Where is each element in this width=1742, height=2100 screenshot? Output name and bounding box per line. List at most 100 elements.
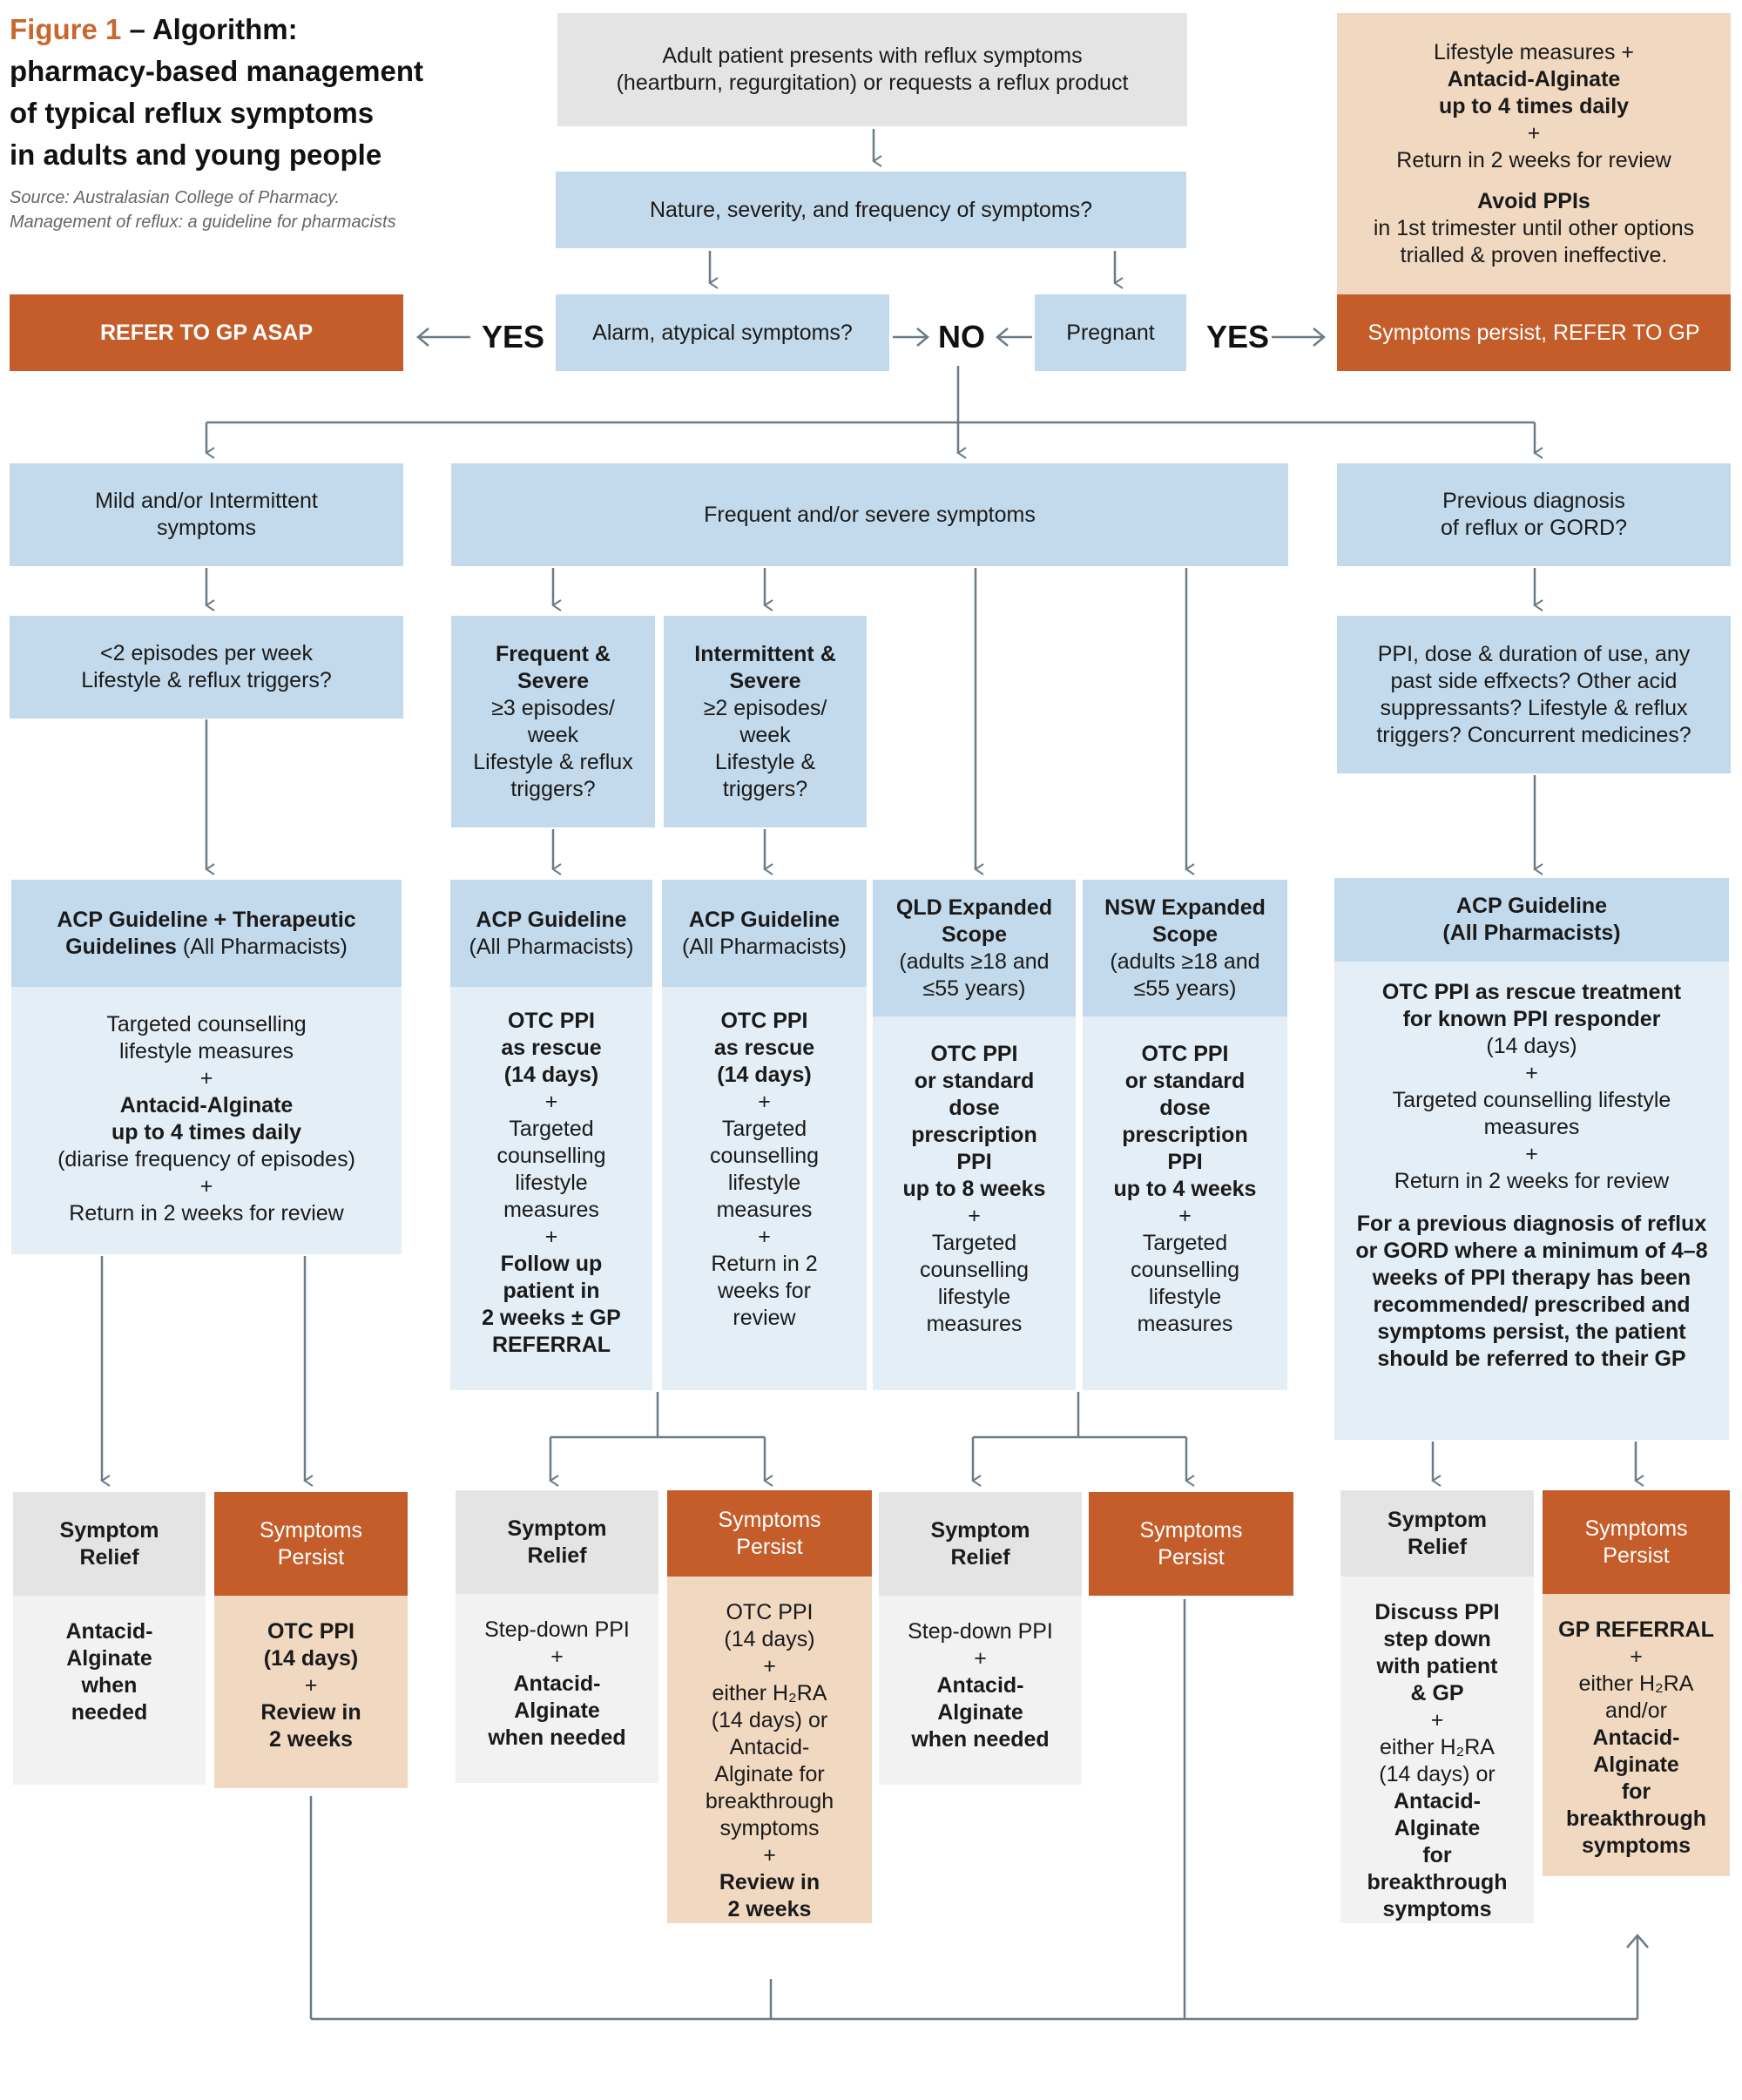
preg-line-4: + — [1527, 120, 1541, 145]
source-citation: Source: Australasian College of Pharmacy… — [10, 186, 396, 234]
acp2-body-line: measures — [716, 1198, 813, 1222]
qld-head-3: (adults ≥18 and — [899, 949, 1050, 974]
branch-frequent-label: Frequent and/or severe symptoms — [704, 502, 1036, 527]
outcome-scope-relief-header: Symptom Relief — [879, 1492, 1082, 1596]
o1-persist-line: OTC PPI — [267, 1619, 354, 1644]
o2-relief-line: Antacid- — [513, 1671, 601, 1696]
acp-tg-body-line: (diarise frequency of episodes) — [57, 1147, 355, 1172]
qld-body-line: up to 8 weeks — [902, 1177, 1046, 1201]
nsw-body-line: Targeted — [1142, 1231, 1228, 1255]
alarm-question: Alarm, atypical symptoms? — [592, 320, 853, 345]
relief-label-1: Symptom — [930, 1517, 1030, 1543]
o3-relief-line: Antacid- — [936, 1673, 1024, 1698]
acp-prev-note-line: weeks of PPI therapy has been — [1372, 1266, 1691, 1290]
assess-is-line-4: week — [739, 722, 791, 747]
relief-label-1: Symptom — [507, 1516, 607, 1541]
outcome-scope-relief-body: Step-down PPI + Antacid- Alginate when n… — [879, 1596, 1082, 1785]
relief-label-1: Symptom — [1388, 1507, 1487, 1532]
o1-relief-line: Alginate — [66, 1646, 152, 1671]
acp1-body-line: 2 weeks ± GP — [482, 1306, 621, 1330]
persist-label-1: Symptoms — [1584, 1516, 1688, 1541]
o2-relief-line: when needed — [488, 1725, 626, 1750]
preg-line-8: trialled & proven ineffective. — [1400, 242, 1668, 267]
o4-relief-line: & GP — [1410, 1681, 1464, 1705]
nsw-body-line: up to 4 weeks — [1113, 1177, 1257, 1201]
assess-is-line-1: Intermittent & — [694, 641, 836, 666]
o4-persist-line: Antacid- — [1592, 1725, 1680, 1750]
o2-persist-line: (14 days) or — [711, 1708, 828, 1732]
qld-body-line: + — [968, 1204, 981, 1228]
nsw-body-line: + — [1178, 1204, 1192, 1228]
o2-persist-line: 2 weeks — [727, 1897, 812, 1921]
assess-intermittent-severe: Intermittent & Severe ≥2 episodes/ week … — [664, 616, 867, 827]
nsw-body-line: prescription — [1122, 1123, 1248, 1147]
acp-prev-body-line: Return in 2 weeks for review — [1394, 1169, 1670, 1193]
branch-mild-line-2: symptoms — [157, 516, 256, 540]
persist-label-1: Symptoms — [1139, 1517, 1243, 1543]
acp1-body-line: lifestyle — [515, 1171, 588, 1195]
o4-relief-line: symptoms — [1382, 1897, 1492, 1921]
assess-prev-line-2: past side effxects? Other acid — [1390, 668, 1678, 693]
title-line-2: pharmacy-based management — [10, 55, 424, 87]
branch-mild: Mild and/or Intermittent symptoms — [10, 463, 403, 566]
o3-relief-line: Step-down PPI — [908, 1619, 1053, 1644]
acp-tg-body-line: + — [199, 1066, 213, 1091]
acp-tg-body-line: Targeted counselling — [106, 1012, 307, 1036]
guideline-acp-tg-body: Targeted counselling lifestyle measures … — [11, 987, 402, 1254]
o1-relief-line: when — [81, 1673, 138, 1698]
title-line-4: in adults and young people — [10, 138, 382, 171]
figure-title: Figure 1 – Algorithm: pharmacy-based man… — [10, 9, 423, 176]
acp1-body-line: OTC PPI — [507, 1009, 595, 1033]
outcome-mild-persist-body: OTC PPI (14 days) + Review in 2 weeks — [214, 1596, 408, 1788]
acp-prev-note-line: For a previous diagnosis of reflux — [1356, 1212, 1707, 1236]
acp2-body-line: lifestyle — [727, 1171, 801, 1195]
guideline-acp-frequent-header: ACP Guideline (All Pharmacists) — [450, 880, 652, 987]
acp-prev-note-line: should be referred to their GP — [1377, 1347, 1686, 1371]
pregnancy-persist-label: Symptoms persist, REFER TO GP — [1367, 320, 1700, 345]
guideline-acp-tg: ACP Guideline + Therapeutic Guidelines (… — [11, 880, 402, 1254]
nsw-body-line: or standard — [1124, 1069, 1246, 1093]
qld-body-line: prescription — [911, 1123, 1037, 1147]
guideline-acp-frequent-body: OTC PPI as rescue (14 days) + Targeted c… — [450, 987, 652, 1390]
assess-frequent-severe: Frequent & Severe ≥3 episodes/ week Life… — [451, 616, 655, 827]
outcome-previous-persist-header: Symptoms Persist — [1543, 1490, 1730, 1594]
acp-prev-body-line: measures — [1483, 1115, 1580, 1139]
assess-mild-line-2: Lifestyle & reflux triggers? — [81, 668, 332, 692]
guideline-acp-previous-header: ACP Guideline (All Pharmacists) — [1334, 878, 1729, 962]
pregnant-box: Pregnant — [1035, 294, 1186, 371]
o2-persist-line: symptoms — [719, 1816, 820, 1840]
acp-prev-note-line: symptoms persist, the patient — [1377, 1320, 1686, 1344]
acp-prev-note-line: or GORD where a minimum of 4–8 — [1355, 1239, 1708, 1263]
o2-relief-line: + — [550, 1644, 564, 1669]
acp1-body-line: (14 days) — [503, 1063, 599, 1087]
acp1-body-line: patient in — [503, 1279, 600, 1303]
outcome-acp-persist-body: OTC PPI (14 days) + either H₂RA (14 days… — [667, 1577, 872, 1923]
outcome-previous-persist-body: GP REFERRAL + either H₂RA and/or Antacid… — [1543, 1594, 1730, 1876]
guideline-nsw-header: NSW Expanded Scope (adults ≥18 and ≤55 y… — [1083, 880, 1287, 1016]
persist-label-2: Persist — [736, 1534, 803, 1559]
arrow-yes-right — [1272, 327, 1326, 347]
o2-persist-line: breakthrough — [705, 1789, 834, 1813]
guideline-acp-intermittent-body: OTC PPI as rescue (14 days) + Targeted c… — [662, 987, 867, 1390]
o2-persist-line: (14 days) — [724, 1627, 815, 1651]
acp1-body-line: REFERRAL — [491, 1333, 611, 1357]
alarm-question-box: Alarm, atypical symptoms? — [556, 294, 889, 371]
title-line-3: of typical reflux symptoms — [10, 97, 375, 129]
acp1-body-line: as rescue — [501, 1036, 602, 1060]
acp2-body-line: Return in 2 — [711, 1252, 818, 1276]
o4-persist-line: Alginate — [1593, 1752, 1679, 1777]
o1-persist-line: Review in — [260, 1700, 361, 1725]
acp-tg-head-2-rest: (All Pharmacists) — [176, 934, 348, 959]
assess-is-line-5: Lifestyle & — [714, 749, 816, 774]
o4-persist-line: either H₂RA — [1578, 1671, 1694, 1696]
outcome-scope-relief: Symptom Relief Step-down PPI + Antacid- … — [879, 1492, 1082, 1785]
outcome-acp-relief: Symptom Relief Step-down PPI + Antacid- … — [456, 1490, 658, 1783]
outcome-mild-relief-body: Antacid- Alginate when needed — [13, 1596, 206, 1785]
o4-relief-line: either H₂RA — [1380, 1735, 1495, 1759]
preg-line-5: Return in 2 weeks for review — [1396, 147, 1671, 172]
outcome-previous-relief-body: Discuss PPI step down with patient & GP … — [1340, 1577, 1534, 1923]
assess-mild-line-1: <2 episodes per week — [100, 641, 313, 665]
arrow-alarm-to-no — [893, 327, 929, 347]
o2-relief-line: Alginate — [514, 1698, 600, 1723]
o4-relief-line: Antacid- — [1394, 1789, 1481, 1813]
